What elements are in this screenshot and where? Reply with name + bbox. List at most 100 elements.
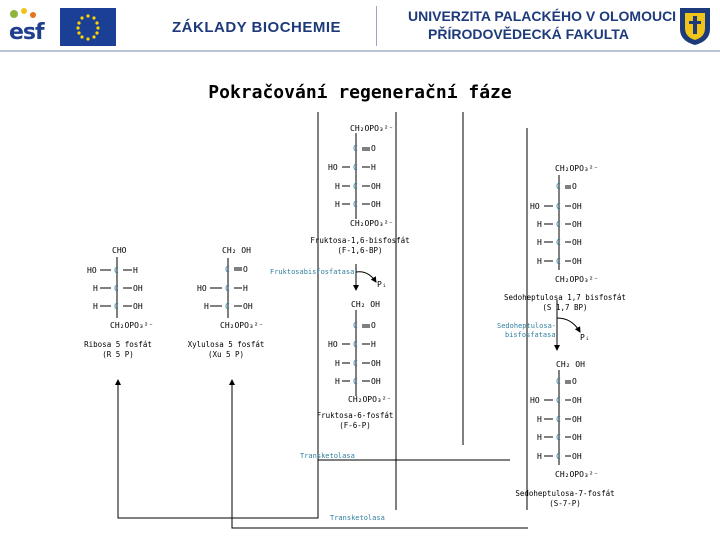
s17bp-c5-h: H [537,238,542,247]
s17bp-c6: C [556,257,561,266]
ribose-c4: C [114,302,119,311]
xylulose-c2-o: O [243,265,248,274]
course-title: ZÁKLADY BIOCHEMIE [172,19,342,36]
xylulose-caption: Xylulosa 5 fosfát (Xu 5 P) [176,340,276,360]
xylulose-c4-h: H [204,302,209,311]
ribose-c3-oh: OH [133,284,143,293]
transketolase-path-1 [117,380,319,519]
xylulose-c1-group: CH₂ OH [222,246,251,255]
s17bp-c2-o: O [572,182,577,191]
fbpase-pi: Pᵢ [377,280,387,289]
s7p-c4-oh: OH [572,415,582,424]
fbp-c4-oh: OH [371,182,381,191]
ribose-c2-h: H [133,266,138,275]
university-name: UNIVERZITA PALACKÉHO V OLOMOUCI [408,8,677,24]
f6p-c3-ho: HO [328,340,338,349]
f6p-c4-h: H [335,359,340,368]
f6p-abbr: (F-6-P) [339,421,371,431]
xylulose-c3-ho: HO [197,284,207,293]
fbpase-label: Fruktosabisfosfatasa [270,268,355,276]
xylulose-c4-oh: OH [243,302,253,311]
s7p-caption: Sedoheptulosa-7-fosfát (S-7-P) [505,489,625,509]
ribose-c4-oh: OH [133,302,143,311]
s7p-abbr: (S-7-P) [549,499,581,509]
fbp-c1-group: CH₂OPO₃²⁻ [350,124,394,133]
s17bp-c6-h: H [537,257,542,266]
s7p-c5: C [556,433,561,442]
fbp-c2: C [353,144,358,153]
s17bp-abbr: (S 1,7 BP) [542,303,588,313]
f6p-name: Fruktosa-6-fosfát [316,411,394,420]
s7p-c4-h: H [537,415,542,424]
sbpase-label-line2: bisfosfatasa [505,330,556,339]
ribose-caption: Ribosa 5 fosfát (R 5 P) [70,340,166,360]
f6p-c6-group: CH₂OPO₃²⁻ [348,395,392,404]
fbp-abbr: (F-1,6-BP) [337,246,383,256]
sbpase-label: Sedoheptulosa- bisfosfatasa [497,322,556,340]
s7p-c3-oh: OH [572,396,582,405]
f6p-c3: C [353,340,358,349]
s7p-c6-h: H [537,452,542,461]
sbpase-label-line1: Sedoheptulosa- [497,322,557,330]
xylulose-c5-group: CH₂OPO₃²⁻ [220,321,264,330]
xylulose-name: Xylulosa 5 fosfát [187,340,265,349]
fbp-name: Fruktosa-1,6-bisfosfát [310,236,410,245]
ribose-c3-h: H [93,284,98,293]
ribose-name: Ribosa 5 fosfát [84,340,152,349]
s17bp-c6-oh: OH [572,257,582,266]
s7p-c6-oh: OH [572,452,582,461]
s7p-name: Sedoheptulosa-7-fosfát [515,489,615,498]
s17bp-c3-ho: HO [530,202,540,211]
fbp-caption: Fruktosa-1,6-bisfosfát (F-1,6-BP) [310,236,410,256]
ribose-c5-group: CH₂OPO₃²⁻ [110,321,154,330]
fbp-c6-group: CH₂OPO₃²⁻ [350,219,394,228]
header-bar: esf ZÁKLADY BIOCHEMIE UNIVERZITA PALACKÉ… [0,0,720,50]
ribose-c1-group: CHO [112,246,127,255]
s7p-c7-group: CH₂OPO₃²⁻ [555,470,599,479]
f6p-c4-oh: OH [371,359,381,368]
s17bp-c4: C [556,220,561,229]
s7p-c3: C [556,396,561,405]
fbpase-pi-arrow [355,271,377,283]
esf-logo [6,6,54,46]
s17bp-c4-h: H [537,220,542,229]
s7p-c5-h: H [537,433,542,442]
ribose-c2-ho: HO [87,266,97,275]
header-rule [0,50,720,52]
esf-stars-icon [10,8,36,18]
xylulose-c3: C [225,284,230,293]
fbp-c5-oh: OH [371,200,381,209]
fbp-c4: C [353,182,358,191]
fbp-c3-h: H [371,163,376,172]
s7p-c2: C [556,377,561,386]
s7p-c3-ho: HO [530,396,540,405]
f6p-c2-o: O [371,321,376,330]
xylulose-c3-h: H [243,284,248,293]
fbp-c5-h: H [335,200,340,209]
s7p-c5-oh: OH [572,433,582,442]
f6p-caption: Fruktosa-6-fosfát (F-6-P) [305,411,405,431]
f6p-c2: C [353,321,358,330]
faculty-name: PŘÍRODOVĚDECKÁ FAKULTA [428,26,629,42]
eu-flag-icon [60,8,116,46]
s7p-c6: C [556,452,561,461]
transketolase-path-2 [231,380,528,529]
s17bp-c2: C [556,182,561,191]
esf-logo-text: esf [9,20,45,45]
s17bp-c5-oh: OH [572,238,582,247]
xylulose-c2: C [225,265,230,274]
ribose-c4-h: H [93,302,98,311]
f6p-c5-oh: OH [371,377,381,386]
f6p-c5-h: H [335,377,340,386]
s17bp-caption: Sedoheptulosa 1,7 bisfosfát (S 1,7 BP) [500,293,630,313]
s7p-c1-group: CH₂ OH [556,360,585,369]
fbp-c3: C [353,163,358,172]
sbpase-pi-arrow [556,317,581,333]
transketolase-label-1: Transketolasa [300,452,355,460]
f6p-c3-h: H [371,340,376,349]
ribose-c2: C [114,266,119,275]
ribose-c3: C [114,284,119,293]
f6p-c1-group: CH₂ OH [351,300,380,309]
university-crest-icon [676,5,714,47]
